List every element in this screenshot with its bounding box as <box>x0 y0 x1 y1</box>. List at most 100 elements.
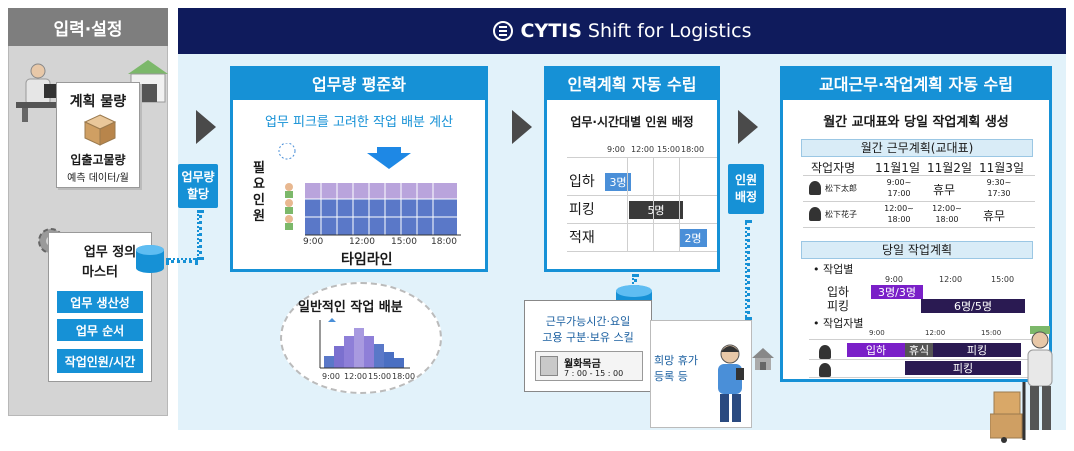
monthly-row-1-name: 松下太郎 <box>825 184 857 193</box>
boxes-icon <box>83 113 117 151</box>
product-banner: CYTIS Shift for Logistics <box>178 8 1066 54</box>
general-tick-3: 18:00 <box>392 372 416 381</box>
worker-picking-bar-2: 피킹 <box>905 361 1021 375</box>
general-distribution-chart <box>319 318 410 369</box>
worker-conditions-card: 근무가능시간·요일 고용 구분·보유 스킬 월화목금 7 : 00 - 15 :… <box>524 300 652 392</box>
inout-volume-label: 입출고물량 <box>70 153 126 167</box>
monthly-col-d1: 11월1일 <box>875 161 920 175</box>
worker-avatar-icon <box>819 363 831 377</box>
database-icon <box>134 244 166 274</box>
warehouse-icon <box>126 56 170 106</box>
by-task-label: • 작업별 <box>813 263 854 276</box>
conditions-line-1: 근무가능시간·요일 <box>545 315 631 328</box>
task-tick-0: 9:00 <box>885 275 903 284</box>
task-order-button[interactable]: 업무 순서 <box>57 319 143 341</box>
workload-leveling-box: 업무량 평준화 업무 피크를 고려한 작업 배분 계산 필요인원 9:00 12… <box>230 66 488 272</box>
worker-with-boxes-illustration <box>989 322 1066 444</box>
row-label-picking: 피킹 <box>569 202 595 218</box>
row-label-loading: 적재 <box>569 230 595 246</box>
card-time: 7 : 00 - 15 : 00 <box>564 369 624 378</box>
employee-card: 월화목금 7 : 00 - 15 : 00 <box>535 351 643 381</box>
flow-arrow-2 <box>512 110 532 144</box>
house-icon <box>750 346 776 372</box>
monthly-col-d3: 11월3일 <box>979 161 1024 175</box>
daily-plan-title: 당일 작업계획 <box>881 243 953 257</box>
cytis-logo-icon <box>492 21 513 41</box>
general-tick-2: 15:00 <box>368 372 392 381</box>
task-row-picking: 피킹 <box>827 299 850 313</box>
staffing-plan-title: 인력계획 자동 수립 <box>544 66 720 100</box>
monthly-row-1-d2: 휴무 <box>933 183 956 197</box>
person-with-phone-illustration <box>706 342 756 426</box>
hope-holiday-line-2: 등록 등 <box>654 370 688 383</box>
plan-volume-label: 계획 물량 <box>69 94 127 110</box>
connector-assign-up <box>745 220 750 320</box>
task-master-title-2: 마스터 <box>82 265 118 280</box>
general-tick-0: 9:00 <box>322 372 340 381</box>
connector-assign-vertical <box>197 210 202 260</box>
general-tick-1: 12:00 <box>344 372 368 381</box>
workload-tick-1: 12:00 <box>349 237 375 247</box>
task-picking-bar: 6명/5명 <box>921 299 1025 313</box>
staff-time-button[interactable]: 작업인원/시간 <box>57 349 143 373</box>
productivity-button[interactable]: 업무 생산성 <box>57 291 143 313</box>
receiving-bar: 3명 <box>605 173 631 191</box>
picking-bar: 5명 <box>629 201 683 219</box>
staff-tick-0: 9:00 <box>607 145 625 154</box>
row-label-receiving: 입하 <box>569 174 595 190</box>
flow-arrow-1 <box>196 110 216 144</box>
staff-tick-1: 12:00 <box>631 145 655 154</box>
task-master-card: 업무 정의 마스터 업무 생산성 업무 순서 작업인원/시간 <box>48 232 152 382</box>
workload-chart <box>278 143 461 236</box>
shift-plan-box: 교대근무·작업계획 자동 수립 월간 교대표와 당일 작업계획 생성 월간 근무… <box>780 66 1052 382</box>
worker-at-desk-illustration <box>14 62 64 122</box>
workload-leveling-title: 업무량 평준화 <box>230 66 488 100</box>
conditions-line-2: 고용 구분·보유 스킬 <box>542 331 634 344</box>
task-master-title-1: 업무 정의 <box>83 245 137 260</box>
task-tick-2: 15:00 <box>991 275 1015 284</box>
id-card-icon <box>540 356 558 376</box>
workload-tick-3: 18:00 <box>431 237 457 247</box>
flow-arrow-3 <box>738 110 758 144</box>
staff-tick-3: 18:00 <box>681 145 705 154</box>
worker-picking-bar-1: 피킹 <box>933 343 1021 357</box>
monthly-col-d2: 11월2일 <box>927 161 972 175</box>
monthly-row-2-d2: 12:00~ 18:00 <box>932 204 962 224</box>
workload-tick-2: 15:00 <box>391 237 417 247</box>
worker-avatar-icon <box>809 207 821 221</box>
worker-tick-1: 12:00 <box>925 329 946 337</box>
general-distribution-label: 일반적인 작업 배분 <box>298 300 403 315</box>
shift-plan-subtitle: 월간 교대표와 당일 작업계획 생성 <box>823 115 1009 130</box>
monthly-plan-header: 월간 근무계획(교대표) <box>801 139 1033 157</box>
staff-tick-2: 15:00 <box>657 145 681 154</box>
monthly-col-name: 작업자명 <box>811 161 856 175</box>
staffing-plan-box: 인력계획 자동 수립 업무·시간대별 인원 배정 9:00 12:00 15:0… <box>544 66 720 272</box>
monthly-row-1-d3: 9:30~ 17:30 <box>986 178 1012 198</box>
worker-tick-2: 15:00 <box>981 329 1002 337</box>
plan-volume-card: 계획 물량 입출고물량 예측 데이터/월 <box>56 82 140 188</box>
required-staff-label: 필요인원 <box>253 161 265 224</box>
staffing-plan-subtitle: 업무·시간대별 인원 배정 <box>570 115 694 129</box>
by-worker-label: • 작업자별 <box>813 317 864 330</box>
task-tick-1: 12:00 <box>939 275 963 284</box>
product-name: Shift for Logistics <box>587 20 752 42</box>
monthly-row-2-name: 松下花子 <box>825 210 857 219</box>
inout-volume-sub: 예측 데이터/월 <box>67 173 129 184</box>
monthly-row-1-d1: 9:00~ 17:00 <box>886 178 912 198</box>
loading-bar: 2명 <box>679 229 707 247</box>
worker-avatar-icon <box>819 345 831 359</box>
worker-receiving-bar: 입하 <box>847 343 905 357</box>
hope-holiday-line-1: 희망 휴가 <box>654 354 698 367</box>
workload-assign-badge: 업무량 할당 <box>178 164 218 208</box>
monthly-plan-title: 월간 근무계획(교대표) <box>860 141 974 155</box>
workload-leveling-subtitle: 업무 피크를 고려한 작업 배분 계산 <box>264 115 454 130</box>
input-settings-title: 입력·설정 <box>8 8 168 46</box>
connector-db-to-assign <box>166 258 198 263</box>
monthly-row-2-d3: 휴무 <box>983 209 1006 223</box>
worker-tick-0: 9:00 <box>869 329 885 337</box>
card-days: 월화목금 <box>564 359 601 370</box>
worker-avatar-icon <box>809 181 821 195</box>
monthly-row-2-d1: 12:00~ 18:00 <box>884 204 914 224</box>
task-row-receiving: 입하 <box>827 285 850 299</box>
staff-assign-badge: 인원 배정 <box>728 164 764 214</box>
